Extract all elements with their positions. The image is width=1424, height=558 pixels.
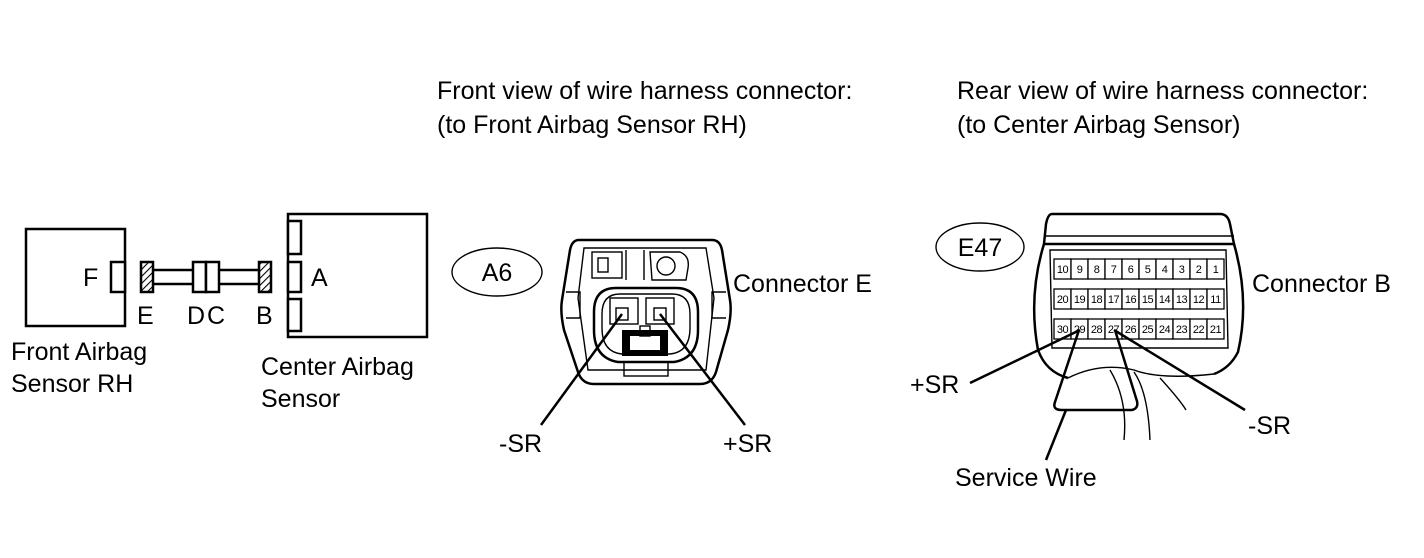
connector-f-tab	[109, 260, 127, 294]
connector-b-name: Connector B	[1252, 270, 1391, 298]
service-wire-loop	[1053, 329, 1139, 412]
pin-cavity	[1206, 288, 1225, 310]
rear-view-title-line2: (to Center Airbag Sensor)	[957, 111, 1240, 139]
front-plus-sr-label: +SR	[723, 430, 772, 458]
pin-number: 24	[1159, 324, 1171, 336]
connector-e-drawing	[560, 238, 732, 386]
connector-e-name: Connector E	[733, 270, 872, 298]
center-sensor-tab-1	[286, 219, 303, 256]
center-airbag-sensor-box	[286, 212, 429, 339]
pin-number: 3	[1179, 264, 1185, 276]
pin-number: 9	[1077, 264, 1083, 276]
pin-number: 28	[1091, 324, 1103, 336]
terminal-plus-sr	[645, 297, 675, 325]
pin-number: 21	[1210, 324, 1222, 336]
center-sensor-tab-2	[286, 260, 303, 294]
front-airbag-sensor-box	[24, 227, 127, 328]
pin-cavity	[1206, 258, 1225, 280]
rear-view-section: Rear view of wire harness connector: (to…	[910, 77, 1391, 492]
front-sensor-label-line1: Front Airbag	[11, 338, 147, 366]
pin-number: 19	[1074, 294, 1086, 306]
rear-plus-sr-label: +SR	[910, 371, 959, 399]
pin-number: 26	[1125, 324, 1137, 336]
pin-number: 17	[1108, 294, 1120, 306]
rear-view-title-line1: Rear view of wire harness connector:	[957, 77, 1368, 105]
connector-b-hatched	[257, 260, 273, 294]
pin-number: 13	[1176, 294, 1188, 306]
pin-number: 22	[1193, 324, 1205, 336]
front-view-title-line1: Front view of wire harness connector:	[437, 77, 852, 105]
pin-number: 20	[1057, 294, 1069, 306]
pin-cavity	[1206, 318, 1225, 340]
connector-e-label: E	[137, 302, 154, 330]
pin-number: 30	[1057, 324, 1069, 336]
a6-code-label: A6	[482, 259, 513, 287]
layout-diagram: F A E D C B Front Airbag Sensor RH Cente…	[11, 212, 429, 413]
pin-number: 23	[1176, 324, 1188, 336]
front-view-title-line2: (to Front Airbag Sensor RH)	[437, 111, 747, 139]
connector-c	[204, 260, 221, 294]
pin-number: 7	[1111, 264, 1117, 276]
connector-b-drawing	[1032, 212, 1245, 441]
pin-number: 6	[1128, 264, 1134, 276]
pin-number: 4	[1162, 264, 1168, 276]
pin-number: 8	[1094, 264, 1100, 276]
pin-number: 27	[1108, 324, 1120, 336]
pin-number: 5	[1145, 264, 1151, 276]
connector-a-label: A	[311, 264, 328, 292]
e47-callout	[935, 222, 1025, 272]
pin-number: 25	[1142, 324, 1154, 336]
connector-d-label: D	[187, 302, 205, 330]
terminal-minus-sr	[609, 297, 639, 325]
pin-number: 2	[1196, 264, 1202, 276]
service-wire-label: Service Wire	[955, 464, 1097, 492]
pin-number: 10	[1057, 264, 1069, 276]
a6-callout	[451, 247, 543, 297]
center-sensor-tab-3	[286, 297, 303, 333]
connector-d	[191, 260, 208, 294]
pin-number: 14	[1159, 294, 1171, 306]
pin-number: 15	[1142, 294, 1154, 306]
pin-number: 12	[1193, 294, 1205, 306]
connector-c-label: C	[207, 302, 225, 330]
connector-b-label: B	[256, 302, 273, 330]
front-minus-sr-label: -SR	[499, 430, 542, 458]
connector-e-hatched	[139, 260, 155, 294]
center-sensor-label-line2: Sensor	[261, 385, 340, 413]
connector-f-label: F	[83, 264, 98, 292]
front-sensor-label-line2: Sensor RH	[11, 370, 133, 398]
pin-number: 16	[1125, 294, 1137, 306]
pin-number: 11	[1210, 294, 1221, 306]
rear-minus-sr-label: -SR	[1248, 412, 1291, 440]
e47-code-label: E47	[958, 234, 1002, 262]
center-sensor-label-line1: Center Airbag	[261, 353, 414, 381]
pin-number: 18	[1091, 294, 1103, 306]
front-view-section: Front view of wire harness connector: (t…	[437, 77, 872, 458]
pin-number: 1	[1213, 264, 1219, 276]
